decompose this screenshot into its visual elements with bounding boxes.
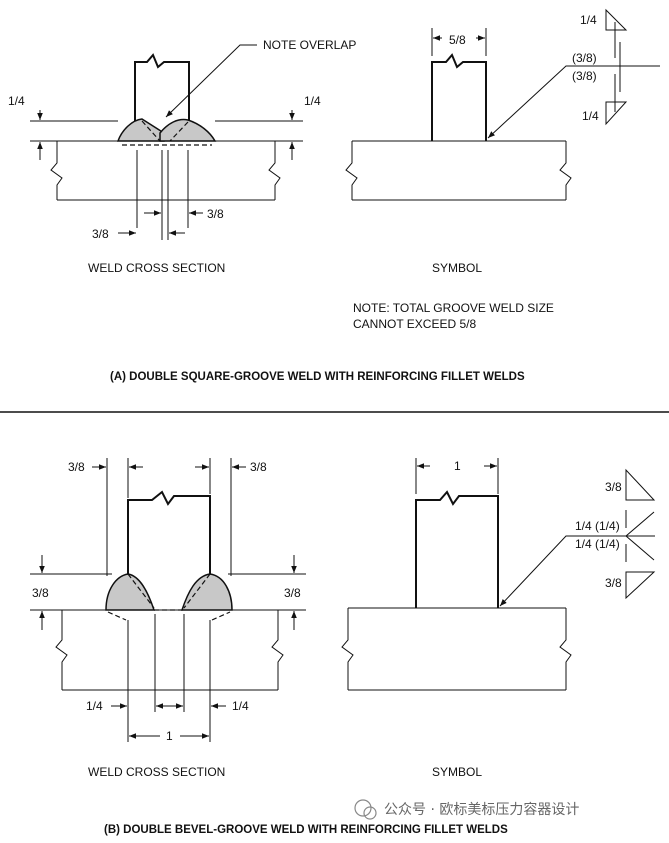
b-dim-bottom-right: 1/4 [232, 699, 249, 713]
panel-a: NOTE OVERLAP 1/4 1/4 3/8 3/8 WELD CROSS … [8, 8, 660, 383]
panel-a-fillet-welds [116, 118, 217, 146]
watermark-icon [354, 799, 372, 817]
symbol-a-groove-top: (3/8) [572, 51, 597, 65]
symbol-a-top-fillet: 1/4 [580, 13, 597, 27]
panel-b: 3/8 3/8 3/8 3/8 1/4 1/4 1 WELD CROSS SEC… [30, 458, 656, 836]
b-dim-right-side: 3/8 [284, 586, 301, 600]
b-dim-top-right: 3/8 [250, 460, 267, 474]
b-dim-bottom-left: 1/4 [86, 699, 103, 713]
dim-bottom-right: 3/8 [207, 207, 224, 221]
panel-b-dimensions [30, 458, 306, 742]
panel-b-title: (B) DOUBLE BEVEL-GROOVE WELD WITH REINFO… [104, 824, 508, 836]
panel-b-cross-section-caption: WELD CROSS SECTION [88, 765, 225, 779]
watermark-text: 公众号 · 欧标美标压力容器设计 [384, 801, 579, 818]
panel-b-vertical-plate [127, 490, 211, 575]
panel-a-dimensions [30, 44, 303, 240]
symbol-b-groove-bottom: 1/4 (1/4) [575, 537, 620, 551]
panel-b-symbol-drawing [341, 458, 656, 691]
panel-b-base-plate [55, 609, 284, 691]
panel-a-symbol-caption: SYMBOL [432, 261, 482, 275]
watermark-icon-2 [363, 806, 377, 820]
symbol-a-width: 5/8 [449, 33, 466, 47]
panel-a-vertical-plate [134, 53, 190, 126]
symbol-b-width: 1 [454, 459, 461, 473]
symbol-b-groove-top: 1/4 (1/4) [575, 519, 620, 533]
dim-top-left: 1/4 [8, 94, 25, 108]
dim-bottom-left: 3/8 [92, 227, 109, 241]
panel-b-fillet-welds [105, 573, 233, 621]
panel-a-cross-section-caption: WELD CROSS SECTION [88, 261, 225, 275]
panel-a-base-plate [50, 140, 281, 201]
symbol-a-groove-bottom: (3/8) [572, 69, 597, 83]
symbol-a-bottom-fillet: 1/4 [582, 109, 599, 123]
symbol-b-top-fillet: 3/8 [605, 480, 622, 494]
b-dim-top-left: 3/8 [68, 460, 85, 474]
panel-a-title: (A) DOUBLE SQUARE-GROOVE WELD WITH REINF… [110, 371, 525, 383]
watermark: 公众号 · 欧标美标压力容器设计 [354, 799, 579, 820]
b-dim-bottom-total: 1 [166, 729, 173, 743]
b-dim-left-side: 3/8 [32, 586, 49, 600]
dim-top-right: 1/4 [304, 94, 321, 108]
panel-a-note-line1: NOTE: TOTAL GROOVE WELD SIZE [353, 301, 554, 315]
panel-a-symbol-drawing [345, 8, 660, 201]
panel-b-symbol-caption: SYMBOL [432, 765, 482, 779]
note-overlap-label: NOTE OVERLAP [263, 38, 356, 52]
panel-a-note-line2: CANNOT EXCEED 5/8 [353, 317, 476, 331]
symbol-b-bottom-fillet: 3/8 [605, 576, 622, 590]
